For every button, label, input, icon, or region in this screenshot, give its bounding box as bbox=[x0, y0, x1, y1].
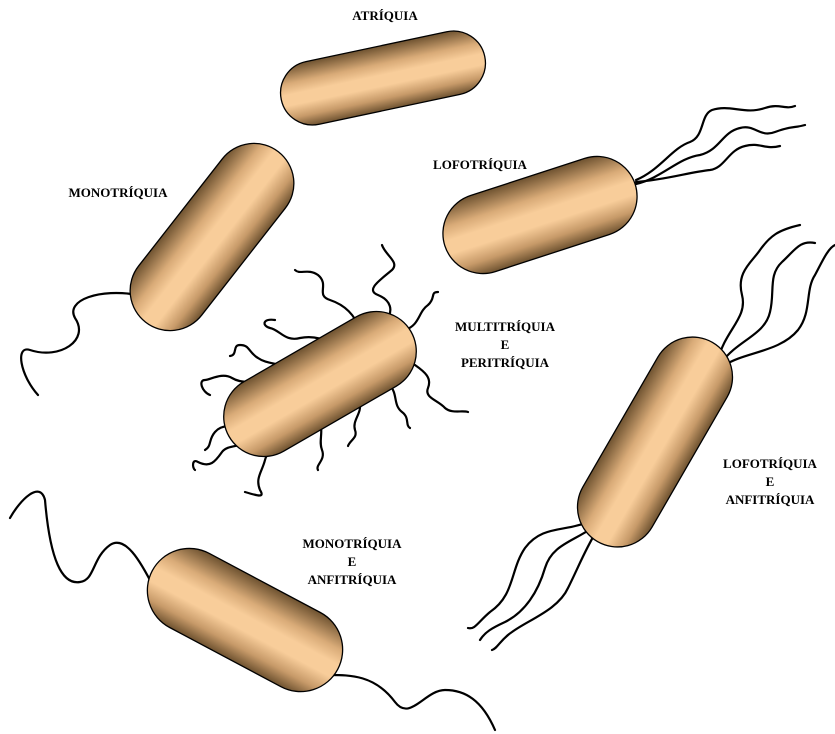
flagellum-peri-7 bbox=[415, 365, 468, 412]
label-peritriquia-text: PERITRÍQUIA bbox=[435, 354, 575, 372]
label-monotriquia: MONOTRÍQUIA bbox=[48, 184, 188, 202]
label-monotriquia2-text: MONOTRÍQUIA bbox=[282, 535, 422, 553]
label-lofotriquia-anfitriquia: LOFOTRÍQUIA E ANFITRÍQUIA bbox=[706, 455, 834, 509]
flagellum-peri-2 bbox=[373, 245, 394, 322]
flagellum-peri-8 bbox=[390, 385, 410, 428]
label-multitriquia-peritriquia: MULTITRÍQUIA E PERITRÍQUIA bbox=[435, 318, 575, 372]
label-monotriquia-anfitriquia: MONOTRÍQUIA E ANFITRÍQUIA bbox=[282, 535, 422, 589]
label-lofotriquia: LOFOTRÍQUIA bbox=[410, 156, 550, 174]
bacterium-atriquia bbox=[275, 25, 492, 131]
flagellum-anfi-right bbox=[330, 675, 495, 730]
label-lofotriquia-text: LOFOTRÍQUIA bbox=[410, 156, 550, 174]
label-multitriquia-e: E bbox=[435, 336, 575, 354]
bacterium-lofotriquia-anfitriquia bbox=[563, 322, 747, 561]
label-anfitriquia2-text: ANFITRÍQUIA bbox=[706, 491, 834, 509]
label-lofotriquia2-e: E bbox=[706, 473, 834, 491]
label-atriquia-text: ATRÍQUIA bbox=[335, 7, 435, 25]
flagellum-lofotriquia-2 bbox=[636, 125, 805, 184]
label-anfitriquia-text: ANFITRÍQUIA bbox=[282, 571, 422, 589]
label-monotriquia-text: MONOTRÍQUIA bbox=[48, 184, 188, 202]
flagellum-anfi-bottom-1 bbox=[468, 522, 588, 628]
label-multitriquia-text: MULTITRÍQUIA bbox=[435, 318, 575, 336]
flagellum-anfi-top-2 bbox=[722, 242, 815, 362]
flagellum-peri-3 bbox=[405, 292, 438, 330]
bacterium-monotriquia bbox=[114, 127, 310, 346]
flagellum-monotriquia bbox=[21, 293, 138, 395]
label-monotriquia2-e: E bbox=[282, 553, 422, 571]
bacteria bbox=[114, 25, 747, 706]
flagellum-anfi-left bbox=[10, 492, 154, 588]
label-lofotriquia2-text: LOFOTRÍQUIA bbox=[706, 455, 834, 473]
label-atriquia: ATRÍQUIA bbox=[335, 7, 435, 25]
flagellum-anfi-bottom-2 bbox=[480, 528, 592, 640]
